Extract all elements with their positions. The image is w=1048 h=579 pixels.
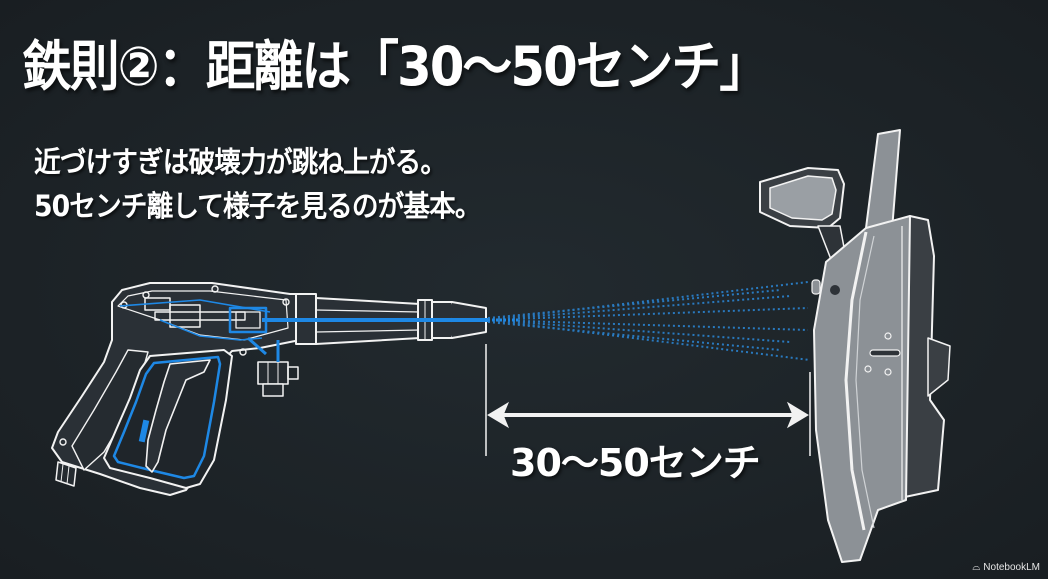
slide-title: 鉄則②：距離は「30〜50センチ」 bbox=[22, 35, 769, 98]
distance-dimension-arrow-icon bbox=[485, 344, 811, 456]
watermark-label: NotebookLM bbox=[983, 562, 1040, 573]
notebooklm-logo-icon: ⌓ bbox=[972, 562, 981, 573]
slide-subtitle: 近づけすぎは破壊力が跳ね上がる。 50センチ離して様子を見るのが基本。 bbox=[34, 140, 482, 228]
subtitle-line-2: 50センチ離して様子を見るのが基本。 bbox=[34, 189, 482, 223]
water-spray-icon bbox=[487, 281, 811, 361]
car-door-icon bbox=[759, 129, 951, 563]
subtitle-line-1: 近づけすぎは破壊力が跳ね上がる。 bbox=[34, 145, 447, 179]
watermark: ⌓NotebookLM bbox=[972, 562, 1040, 573]
pressure-washer-gun-icon bbox=[51, 282, 488, 496]
distance-label: 30〜50センチ bbox=[510, 441, 761, 485]
